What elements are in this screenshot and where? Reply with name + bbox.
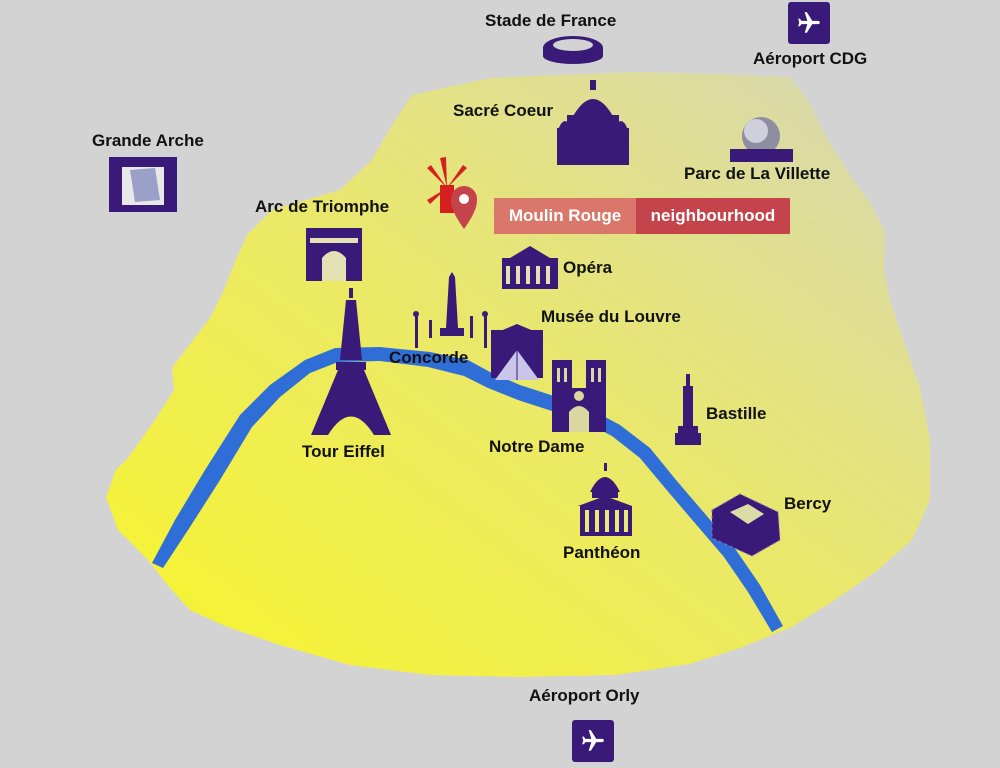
stade-de-france-icon bbox=[543, 36, 603, 64]
notre-dame-icon bbox=[552, 360, 606, 432]
cdg-airport-icon bbox=[788, 2, 830, 44]
banner-part-moulin-rouge: Moulin Rouge bbox=[494, 198, 636, 234]
label-bastille: Bastille bbox=[706, 404, 767, 423]
label-arc-de-triomphe: Arc de Triomphe bbox=[255, 197, 390, 216]
location-pin-icon bbox=[451, 186, 477, 229]
label-tour-eiffel: Tour Eiffel bbox=[302, 442, 385, 461]
concorde-obelisk-icon bbox=[413, 272, 488, 348]
label-concorde: Concorde bbox=[389, 348, 469, 367]
label-notre-dame: Notre Dame bbox=[489, 437, 585, 456]
label-pantheon: Panthéon bbox=[563, 543, 641, 562]
moulin-rouge-banner[interactable]: Moulin Rouge neighbourhood bbox=[494, 198, 790, 234]
pantheon-icon bbox=[578, 463, 632, 536]
label-musee-du-louvre: Musée du Louvre bbox=[541, 307, 681, 326]
label-stade-de-france: Stade de France bbox=[485, 11, 617, 30]
label-sacre-coeur: Sacré Coeur bbox=[453, 101, 554, 120]
banner-part-neighbourhood: neighbourhood bbox=[636, 198, 790, 234]
sacre-coeur-icon bbox=[557, 80, 629, 165]
label-parc-de-la-villette: Parc de La Villette bbox=[684, 164, 831, 183]
bastille-column-icon bbox=[675, 374, 701, 445]
label-bercy: Bercy bbox=[784, 494, 832, 513]
opera-icon bbox=[502, 246, 558, 289]
label-aeroport-orly: Aéroport Orly bbox=[529, 686, 640, 705]
louvre-icon bbox=[491, 324, 543, 380]
orly-airport-icon bbox=[572, 720, 614, 762]
label-opera: Opéra bbox=[563, 258, 613, 277]
grande-arche-icon bbox=[109, 157, 177, 212]
arc-de-triomphe-icon bbox=[306, 228, 362, 281]
la-geode-icon bbox=[730, 117, 793, 162]
label-aeroport-cdg: Aéroport CDG bbox=[753, 49, 868, 68]
label-grande-arche: Grande Arche bbox=[92, 131, 204, 150]
eiffel-tower-icon bbox=[311, 288, 391, 435]
bercy-arena-icon bbox=[711, 493, 781, 557]
